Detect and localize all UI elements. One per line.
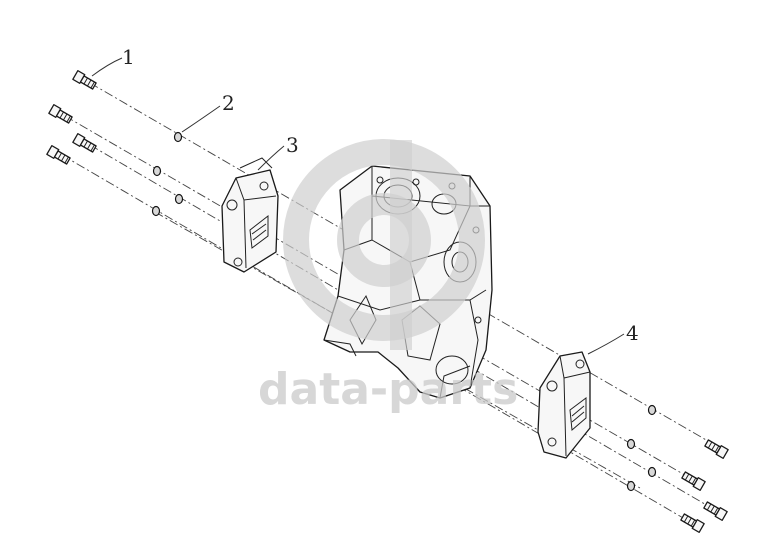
bolt bbox=[48, 104, 73, 124]
washer bbox=[151, 205, 161, 217]
bolt bbox=[703, 501, 728, 521]
watermark-text: data-parts bbox=[258, 364, 518, 415]
washer bbox=[647, 404, 657, 416]
right-bolt-group bbox=[680, 439, 729, 533]
right-washer-group bbox=[626, 404, 657, 492]
washer bbox=[152, 165, 162, 177]
washer bbox=[647, 466, 657, 478]
bolt bbox=[681, 471, 706, 491]
callout-3: 3 bbox=[286, 133, 299, 157]
left-washer-group bbox=[151, 131, 184, 217]
washer bbox=[626, 480, 636, 492]
callout-1: 1 bbox=[122, 45, 135, 69]
callout-4: 4 bbox=[626, 321, 639, 345]
bolt bbox=[72, 133, 97, 153]
washer bbox=[626, 438, 636, 450]
left-mounting-bracket bbox=[221, 157, 279, 273]
bolt bbox=[704, 439, 729, 459]
watermark-logo-icon bbox=[283, 139, 485, 350]
bolt bbox=[72, 70, 97, 90]
bolt bbox=[46, 145, 71, 165]
washer bbox=[173, 131, 183, 143]
watermark: data-parts bbox=[258, 139, 518, 415]
right-mounting-bracket bbox=[537, 351, 591, 459]
callout-leaders bbox=[91, 57, 625, 355]
callout-2: 2 bbox=[222, 91, 235, 115]
washer bbox=[174, 193, 184, 205]
bolt bbox=[680, 513, 705, 533]
left-bolt-group bbox=[46, 70, 97, 165]
